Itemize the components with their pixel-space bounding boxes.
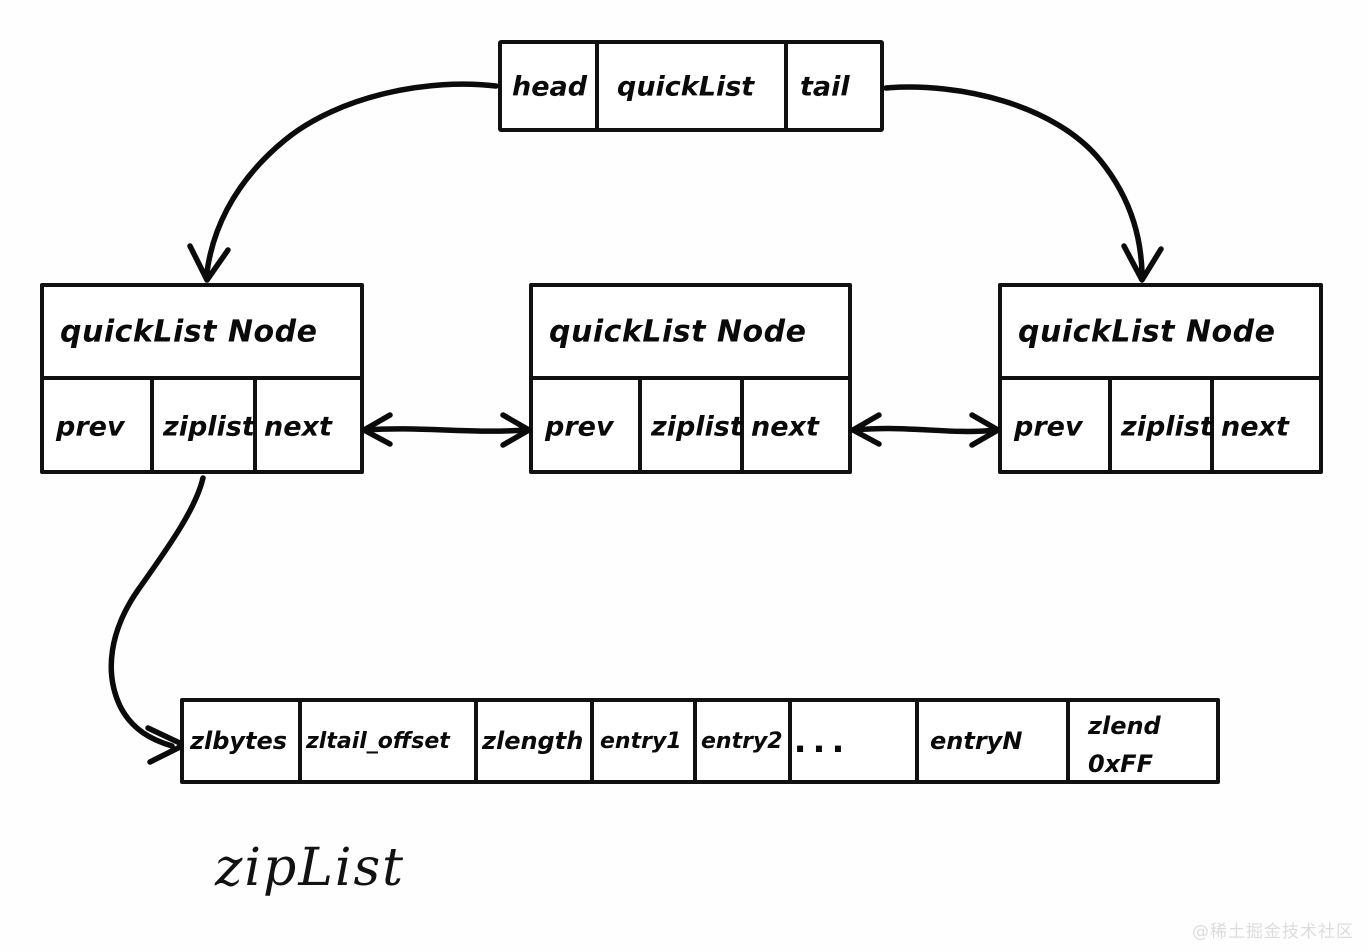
- quicklist-node-middle[interactable]: quickList Node prev ziplist next: [529, 283, 852, 474]
- node-right-title: quickList Node: [1018, 315, 1275, 350]
- tail-to-right-node-connector: [883, 84, 1164, 283]
- node-left-field-prev[interactable]: prev: [55, 412, 126, 443]
- ziplist-cell-zltail-offset[interactable]: zltail_offset: [305, 729, 451, 754]
- middle-right-link-arrow: [850, 412, 1001, 448]
- node-middle-field-prev[interactable]: prev: [544, 412, 615, 443]
- left-middle-link-arrow: [361, 412, 532, 448]
- header-cell-tail[interactable]: tail: [800, 72, 850, 103]
- node-right-field-ziplist[interactable]: ziplist: [1120, 412, 1214, 443]
- quicklist-header-box: head quickList tail: [498, 40, 884, 132]
- header-cell-head[interactable]: head: [512, 72, 588, 103]
- ziplist-cell-zlend-line1[interactable]: zlend: [1087, 712, 1162, 740]
- quicklist-node-right[interactable]: quickList Node prev ziplist next: [998, 283, 1323, 474]
- node-left-field-ziplist[interactable]: ziplist: [162, 412, 256, 443]
- node-right-field-prev[interactable]: prev: [1013, 412, 1084, 443]
- ziplist-table[interactable]: zlbytes zltail_offset zlength entry1 ent…: [180, 698, 1220, 784]
- ziplist-cell-entry2[interactable]: entry2: [701, 729, 783, 754]
- node-right-field-next[interactable]: next: [1221, 412, 1290, 443]
- ziplist-cell-entryn[interactable]: entryN: [930, 727, 1022, 755]
- node-middle-field-ziplist[interactable]: ziplist: [650, 412, 744, 443]
- node-middle-title: quickList Node: [549, 315, 806, 350]
- header-cell-quicklist: quickList: [617, 72, 755, 103]
- ziplist-cell-entry1[interactable]: entry1: [600, 729, 682, 754]
- ziplist-caption: zipList: [214, 838, 405, 898]
- watermark-label: @稀土掘金技术社区: [1192, 922, 1354, 942]
- node-left-field-next[interactable]: next: [264, 412, 333, 443]
- node-left-title: quickList Node: [60, 315, 317, 350]
- quicklist-node-left[interactable]: quickList Node prev ziplist next: [40, 283, 364, 474]
- ziplist-cell-zlength[interactable]: zlength: [481, 727, 583, 755]
- ziplist-cell-ellipsis: ...: [794, 721, 851, 761]
- head-to-left-node-connector: [187, 81, 499, 283]
- ziplist-cell-zlbytes[interactable]: zlbytes: [189, 727, 287, 755]
- node-middle-field-next[interactable]: next: [751, 412, 820, 443]
- ziplist-cell-zlend-line2: 0xFF: [1088, 750, 1154, 778]
